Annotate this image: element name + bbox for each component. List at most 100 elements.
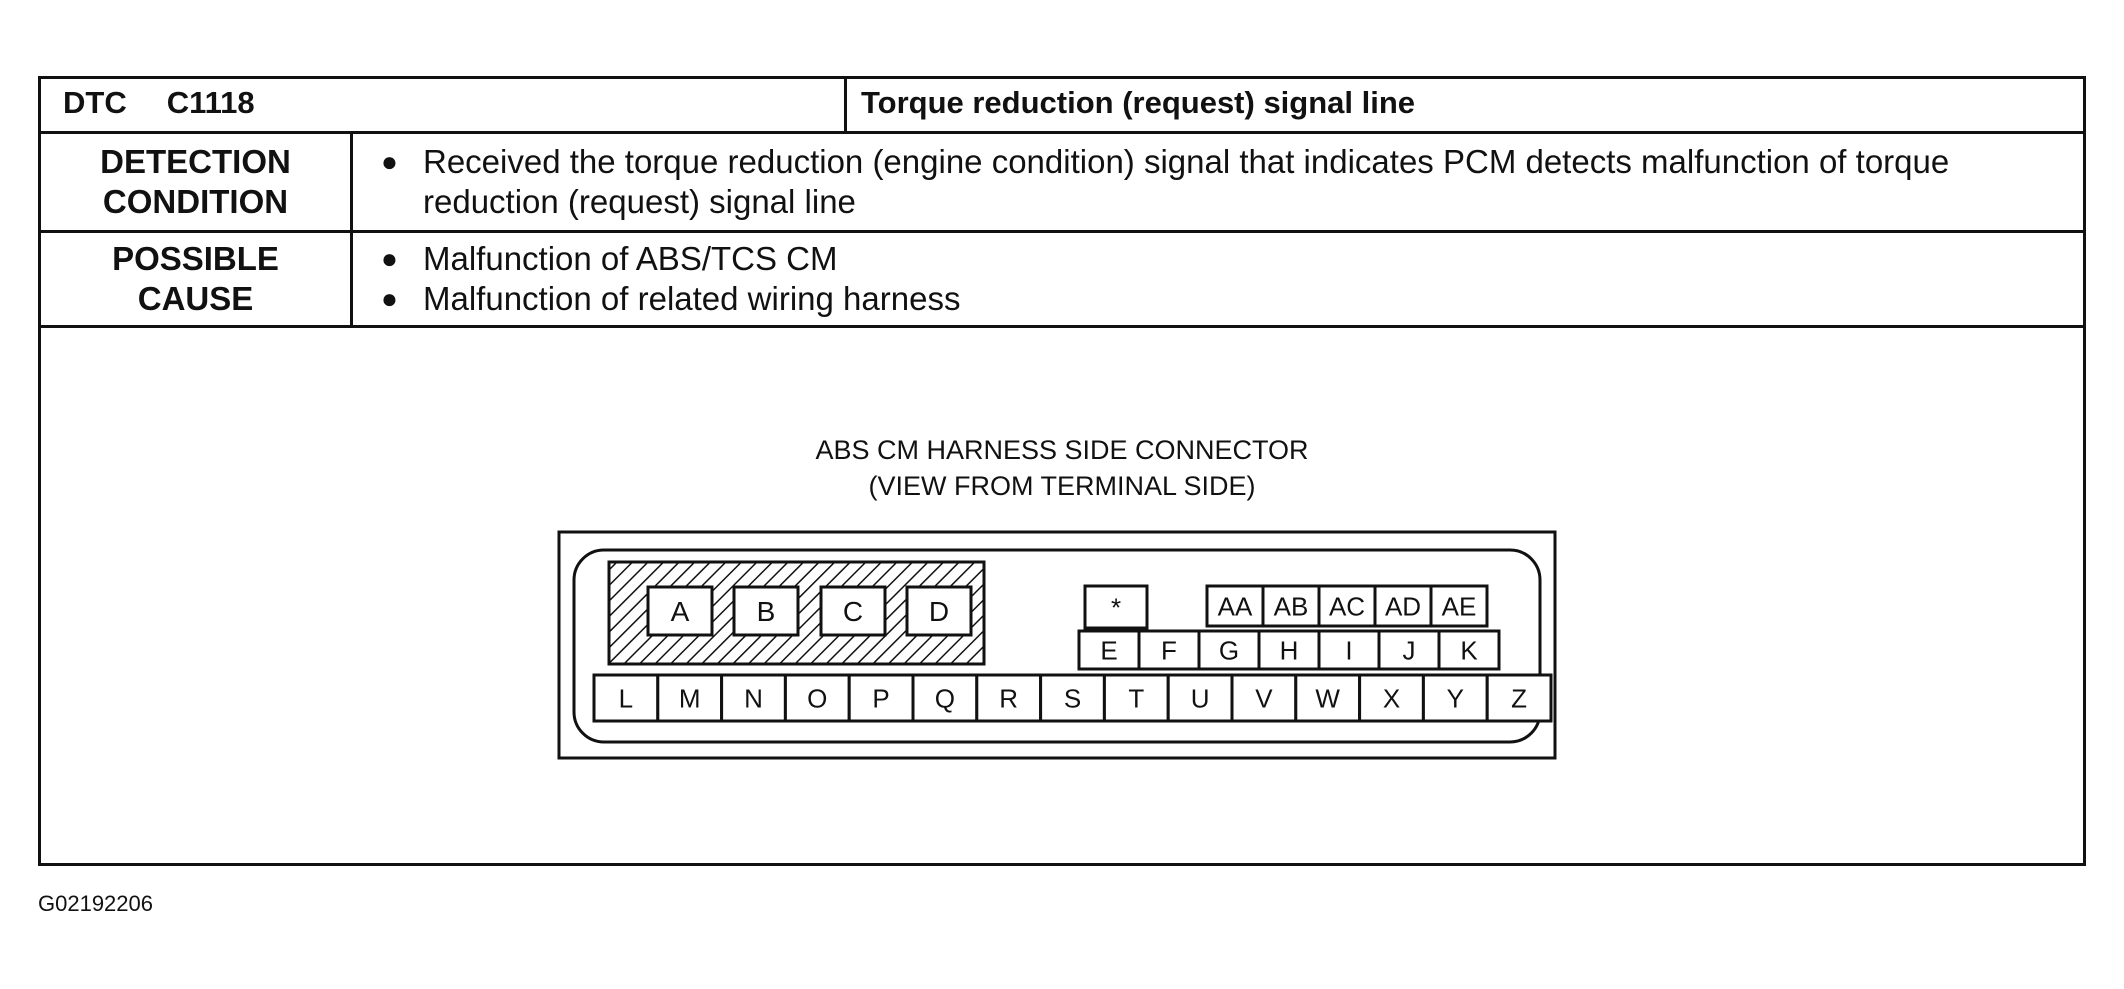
terminal-q: Q [911, 673, 979, 723]
connector-caption: ABS CM HARNESS SIDE CONNECTOR (VIEW FROM… [41, 432, 2083, 504]
terminal-r-box [975, 673, 1043, 723]
terminal-p-box [847, 673, 915, 723]
terminal-v-label: V [1255, 683, 1273, 713]
terminal-b-label: B [757, 596, 776, 627]
terminal-ac: AC [1317, 584, 1377, 628]
terminal-c-label: C [843, 596, 863, 627]
terminal-ad: AD [1373, 584, 1433, 628]
terminal-j-label: J [1403, 635, 1416, 665]
terminal-n: N [720, 673, 787, 723]
cause-label-line2: CAUSE [137, 280, 254, 317]
terminal-z-box [1485, 673, 1553, 723]
terminal-p: P [847, 673, 915, 723]
terminal-v: V [1230, 673, 1298, 723]
terminal-l-box [592, 673, 660, 723]
terminal-g-box [1197, 629, 1261, 671]
terminal-y-label: Y [1447, 683, 1464, 713]
terminal-r: R [975, 673, 1043, 723]
cause-body: ● Malfunction of ABS/TCS CM ● Malfunctio… [353, 233, 2083, 325]
cause-row: POSSIBLE CAUSE ● Malfunction of ABS/TCS … [41, 233, 2083, 328]
terminal-b-box [732, 585, 800, 637]
terminal-ab-box [1261, 584, 1321, 628]
detection-row: DETECTION CONDITION ● Received the torqu… [41, 134, 2083, 233]
detection-text: Received the torque reduction (engine co… [423, 143, 1950, 220]
terminal-a-label: A [671, 596, 690, 627]
bullet-icon: ● [381, 243, 398, 274]
terminal-n-label: N [744, 683, 763, 713]
dtc-code: C1118 [166, 85, 255, 120]
terminal-a: A [646, 585, 714, 637]
terminal-h-label: H [1280, 635, 1299, 665]
detection-item: ● Received the torque reduction (engine … [381, 142, 2083, 222]
terminal-aa-label: AA [1218, 591, 1253, 621]
terminal-ae-box [1429, 584, 1489, 628]
terminal-g-label: G [1219, 635, 1239, 665]
terminal-f-label: F [1161, 635, 1177, 665]
terminal-m-label: M [679, 683, 701, 713]
terminal-t: T [1102, 673, 1170, 723]
terminal-s: S [1039, 673, 1106, 723]
terminal-t-label: T [1128, 683, 1144, 713]
cause-text: Malfunction of ABS/TCS CM [423, 240, 838, 277]
terminal-i: I [1317, 629, 1381, 671]
terminal-j-box [1377, 629, 1441, 671]
terminal-ab-label: AB [1274, 591, 1309, 621]
connector-outer-body [557, 530, 1557, 760]
terminal-ad-label: AD [1385, 591, 1421, 621]
cause-text: Malfunction of related wiring harness [423, 280, 961, 317]
terminal-k-box [1437, 629, 1501, 671]
bullet-icon: ● [381, 146, 398, 177]
terminal-y-box [1421, 673, 1489, 723]
terminal-h: H [1257, 629, 1321, 671]
terminal-aa: AA [1205, 584, 1265, 628]
terminal-star-box [1083, 584, 1149, 630]
terminal-l-label: L [619, 683, 633, 713]
terminal-l: L [592, 673, 660, 723]
terminal-ac-label: AC [1329, 591, 1365, 621]
terminal-aa-box [1205, 584, 1265, 628]
terminal-s-label: S [1064, 683, 1081, 713]
terminal-f: F [1137, 629, 1201, 671]
figure-id: G02192206 [38, 891, 153, 916]
cause-label: POSSIBLE CAUSE [41, 233, 353, 325]
terminal-z: Z [1485, 673, 1553, 723]
cause-label-line1: POSSIBLE [112, 240, 279, 277]
terminal-j: J [1377, 629, 1441, 671]
bullet-icon: ● [381, 283, 398, 314]
detection-label: DETECTION CONDITION [41, 134, 353, 230]
terminal-i-label: I [1345, 635, 1352, 665]
terminal-k: K [1437, 629, 1501, 671]
terminal-s-box [1039, 673, 1106, 723]
terminal-ae-label: AE [1442, 591, 1477, 621]
terminal-o-label: O [807, 683, 827, 713]
terminal-u-label: U [1191, 683, 1210, 713]
cause-item: ● Malfunction of related wiring harness [381, 279, 2083, 319]
cause-item: ● Malfunction of ABS/TCS CM [381, 239, 2083, 279]
terminal-d-box [905, 585, 973, 637]
terminal-k-label: K [1460, 635, 1478, 665]
terminal-w-label: W [1315, 683, 1340, 713]
terminal-o: O [783, 673, 851, 723]
caption-line1: ABS CM HARNESS SIDE CONNECTOR [815, 435, 1309, 465]
dtc-label: DTC [63, 85, 127, 120]
caption-line2: (VIEW FROM TERMINAL SIDE) [868, 471, 1256, 501]
connector-inner-body [572, 548, 1542, 744]
terminal-v-box [1230, 673, 1298, 723]
terminal-w: W [1294, 673, 1362, 723]
terminal-r-label: R [999, 683, 1018, 713]
terminal-g: G [1197, 629, 1261, 671]
terminal-y: Y [1421, 673, 1489, 723]
terminal-u: U [1166, 673, 1234, 723]
dtc-title: Torque reduction (request) signal line [861, 85, 1416, 120]
terminal-ab: AB [1261, 584, 1321, 628]
header-row: DTC C1118 Torque reduction (request) sign… [41, 79, 2083, 134]
terminal-n-box [720, 673, 787, 723]
terminal-d-label: D [929, 596, 949, 627]
terminal-m: M [656, 673, 724, 723]
terminal-star: * [1083, 584, 1149, 630]
terminal-b: B [732, 585, 800, 637]
terminal-x-label: X [1383, 683, 1400, 713]
terminal-ae: AE [1429, 584, 1489, 628]
